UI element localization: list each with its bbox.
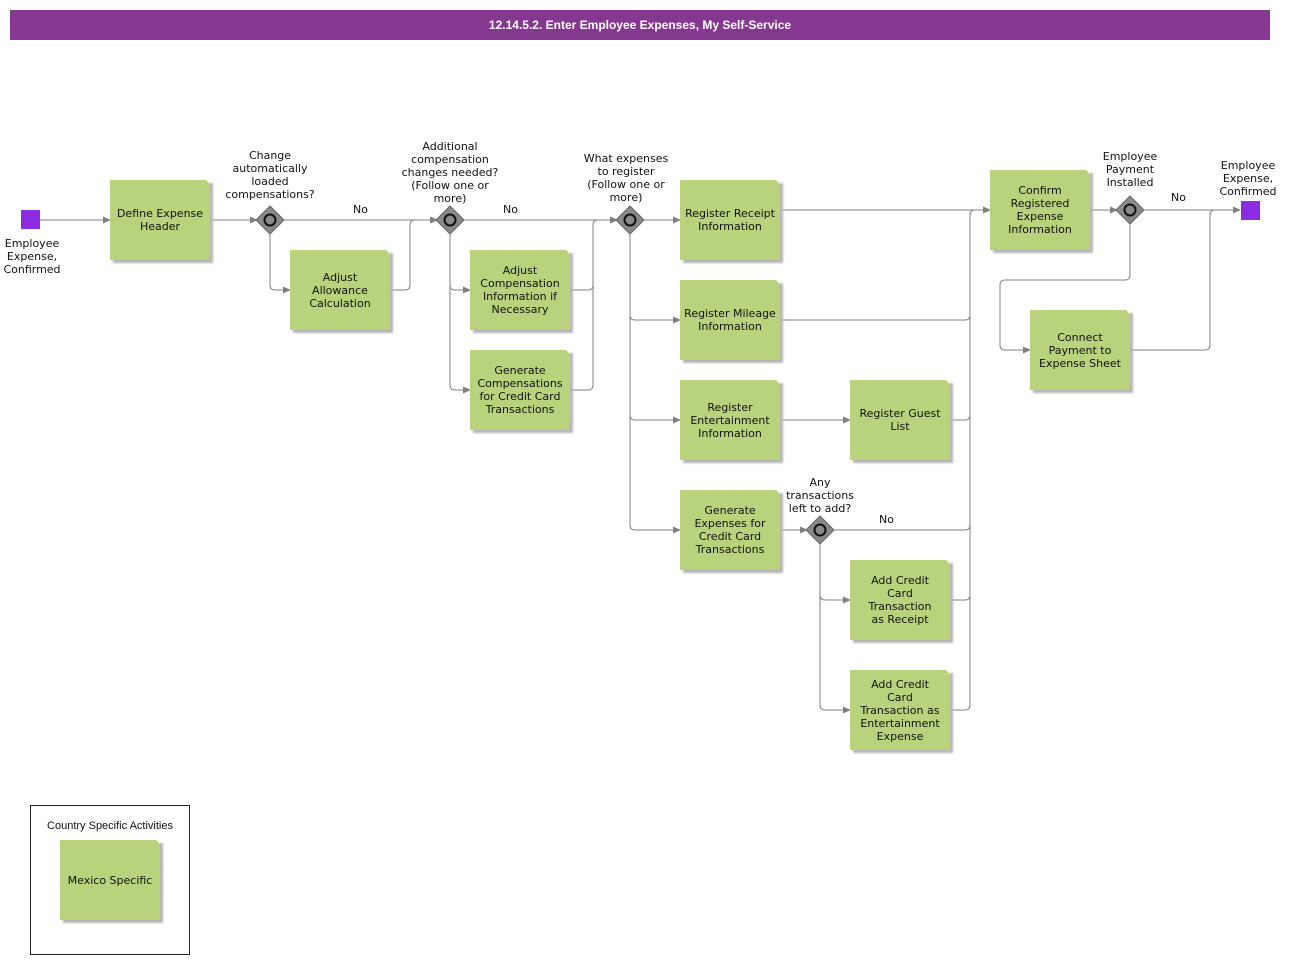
- start-event[interactable]: [21, 210, 40, 229]
- flow-guest-to-bus: [950, 414, 971, 421]
- activity-register-receipt[interactable]: Register Receipt Information: [680, 180, 780, 260]
- activity-add-as-entertainment[interactable]: Add Credit Card Transaction as Entertain…: [850, 670, 950, 750]
- gateway-g1-label: Change automatically loaded compensation…: [225, 149, 315, 201]
- activity-adjust-compensation[interactable]: Adjust Compensation Information if Neces…: [470, 250, 570, 330]
- diagram-title: 12.14.5.2. Enter Employee Expenses, My S…: [10, 10, 1270, 40]
- flow-g2-to-adjust-comp: [449, 233, 471, 294]
- end-event[interactable]: [1241, 201, 1260, 220]
- gateway-g4: [805, 515, 835, 545]
- gateway-g3-label: What expenses to register (Follow one or…: [583, 152, 669, 204]
- activity-register-mileage[interactable]: Register Mileage Information: [680, 280, 780, 360]
- gateway-g1: [255, 205, 285, 235]
- gateway-g5-label: Employee Payment Installed: [1102, 150, 1158, 189]
- flow-g4-to-add-receipt: [819, 543, 851, 604]
- flow-mileage-to-bus: [780, 314, 971, 321]
- activity-adjust-allowance[interactable]: Adjust Allowance Calculation: [290, 250, 390, 330]
- flow-g2-to-generate-comp: [449, 285, 471, 394]
- flow-g5-to-connect: [999, 223, 1131, 354]
- flow-g3-to-entertainment: [629, 315, 681, 424]
- gateway-g2-label: Additional compensation changes needed? …: [401, 140, 499, 205]
- start-event-label: Employee Expense, Confirmed: [3, 237, 61, 276]
- flow-label-g5-no: No: [1171, 191, 1186, 204]
- legend-mexico-specific: Mexico Specific: [60, 840, 160, 920]
- legend-title: Country Specific Activities: [47, 820, 173, 832]
- gateway-g5: [1115, 195, 1145, 225]
- flow-connect-to-end: [1130, 209, 1216, 351]
- gateway-g4-label: Any transactions left to add?: [786, 476, 854, 515]
- activity-define-expense-header[interactable]: Define Expense Header: [110, 180, 210, 260]
- end-event-label: Employee Expense, Confirmed: [1219, 159, 1277, 198]
- flow-label-g2-no: No: [503, 203, 518, 216]
- activity-add-as-receipt[interactable]: Add Credit Card Transaction as Receipt: [850, 560, 950, 640]
- flow-allowance-to-g2: [390, 216, 438, 291]
- flow-g4-to-add-entertainment: [819, 595, 851, 714]
- activity-generate-expenses[interactable]: Generate Expenses for Credit Card Transa…: [680, 490, 780, 570]
- activity-register-guest-list[interactable]: Register Guest List: [850, 380, 950, 460]
- activity-register-entertainment[interactable]: Register Entertainment Information: [680, 380, 780, 460]
- legend-box: Country Specific Activities Mexico Speci…: [30, 805, 190, 955]
- flow-adjust-comp-to-g3: [570, 216, 618, 291]
- flow-g1-to-allowance: [269, 233, 291, 294]
- flow-label-g4-no: No: [879, 513, 894, 526]
- flow-generate-comp-to-g3: [570, 285, 594, 391]
- flow-g3-to-mileage: [629, 233, 681, 324]
- gateway-g2: [435, 205, 465, 235]
- activity-generate-compensations[interactable]: Generate Compensations for Credit Card T…: [470, 350, 570, 430]
- flow-add-receipt-to-bus: [950, 594, 971, 601]
- flow-g3-to-generate-exp: [629, 415, 681, 534]
- activity-connect-payment[interactable]: Connect Payment to Expense Sheet: [1030, 310, 1130, 390]
- flow-g4-no-to-bus: [833, 524, 971, 531]
- activity-confirm-expense[interactable]: Confirm Registered Expense Information: [990, 170, 1090, 250]
- flow-add-entertainment-to-bus: [950, 209, 976, 711]
- gateway-g3: [615, 205, 645, 235]
- flow-label-g1-no: No: [353, 203, 368, 216]
